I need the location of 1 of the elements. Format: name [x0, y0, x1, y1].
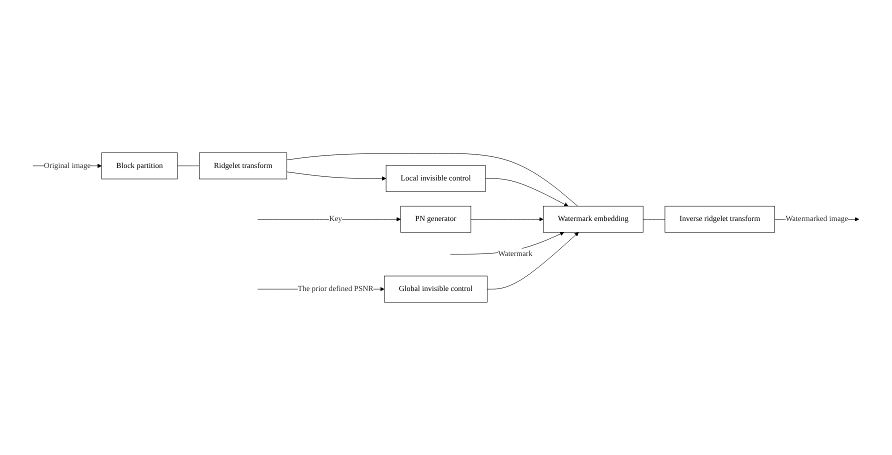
connector [642, 219, 666, 220]
